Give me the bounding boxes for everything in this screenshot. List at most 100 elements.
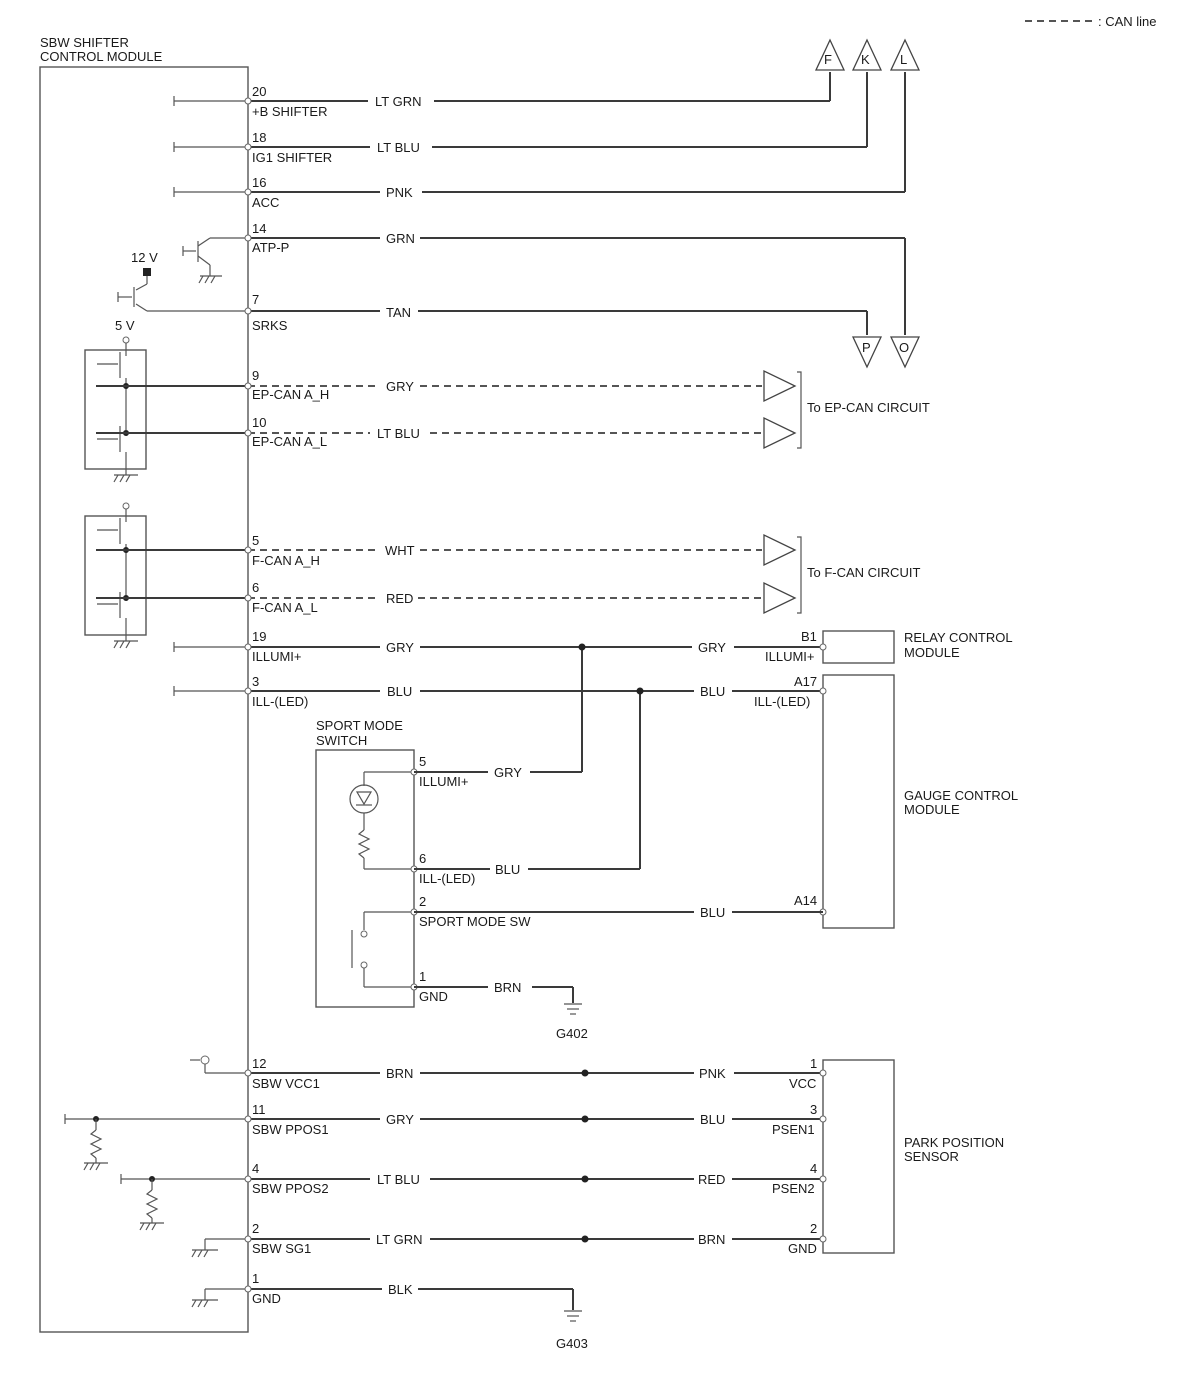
pin-terminal	[244, 307, 252, 315]
connector-flags-bottom: P O	[851, 336, 921, 369]
supply-12v-icon	[143, 268, 151, 276]
sensor-pin-name: PSEN1	[772, 1122, 815, 1137]
pin-terminal	[819, 1175, 827, 1183]
can-arrow-icon	[763, 416, 797, 450]
relay-pin-number: B1	[801, 629, 817, 644]
circuit-pin-1: 1 GND BLK	[191, 1271, 574, 1310]
transistor-icon	[182, 237, 248, 284]
sensor-pin-name: PSEN2	[772, 1181, 815, 1196]
wire-color: PNK	[386, 185, 413, 200]
sport-pin-number: 2	[419, 894, 426, 909]
sport-pin-name: ILLUMI+	[419, 774, 469, 789]
sensor-pin-number: 2	[810, 1221, 817, 1236]
wire-color: LT GRN	[375, 94, 421, 109]
pin-name: EP-CAN A_H	[252, 387, 329, 402]
wire-color: GRY	[386, 379, 414, 394]
connector-l-label: L	[900, 52, 907, 67]
sensor-name-line2: SENSOR	[904, 1149, 959, 1164]
pin-name: IG1 SHIFTER	[252, 150, 332, 165]
pin-terminal	[819, 1069, 827, 1077]
wire-color: TAN	[386, 305, 411, 320]
pin-name: +B SHIFTER	[252, 104, 328, 119]
wire-color: GRN	[386, 231, 415, 246]
wire-color: LT GRN	[376, 1232, 422, 1247]
gauge-control-module: A17 ILL-(LED) A14 GAUGE CONTROL MODULE	[754, 674, 1018, 929]
pin-number: 2	[252, 1221, 259, 1236]
circuit-pin-20: 20 +B SHIFTER LT GRN	[173, 72, 831, 119]
park-position-sensor: 1 VCC 3 PSEN1 4 PSEN2 2 GND PARK POSITIO…	[772, 1056, 1004, 1256]
legend: : CAN line	[1025, 14, 1157, 29]
connector-p-icon	[851, 336, 883, 369]
wire-color: LT BLU	[377, 1172, 420, 1187]
circuit-pin-7: 12 V 7 SRKS TAN	[117, 250, 868, 335]
connector-f-icon	[814, 38, 846, 71]
wire-color-gauge: BLU	[700, 684, 725, 699]
pin-number: 18	[252, 130, 266, 145]
pin-terminal	[244, 429, 252, 437]
pin-terminal	[244, 1069, 252, 1077]
gauge-name-line1: GAUGE CONTROL	[904, 788, 1018, 803]
gauge-pin-a17: A17	[794, 674, 817, 689]
wire-color: RED	[386, 591, 413, 606]
gauge-name-line2: MODULE	[904, 802, 960, 817]
legend-label: : CAN line	[1098, 14, 1157, 29]
ep-can-label: To EP-CAN CIRCUIT	[807, 400, 930, 415]
pin-terminal	[244, 382, 252, 390]
wire-color: BRN	[494, 980, 521, 995]
circuit-pin-11: 11 SBW PPOS1 GRY BLU	[64, 1102, 823, 1171]
sport-switch-title-line1: SPORT MODE	[316, 718, 403, 733]
pin-terminal	[244, 234, 252, 242]
ground-g402: G402	[556, 1003, 588, 1041]
resistor-icon	[89, 1129, 103, 1159]
sensor-pin-number: 1	[810, 1056, 817, 1071]
circuit-pin-19: 19 ILLUMI+ GRY GRY	[173, 629, 823, 772]
circuit-pin-5: 5 F-CAN A_H WHT	[96, 533, 797, 568]
ep-can-transceiver: 5 V	[84, 318, 147, 483]
transceiver-box	[84, 515, 147, 636]
pin-name: SBW SG1	[252, 1241, 311, 1256]
sensor-box	[822, 1059, 895, 1254]
circuit-pin-6: 6 F-CAN A_L RED	[96, 580, 797, 615]
pin-number: 4	[252, 1161, 259, 1176]
sport-mode-switch: SPORT MODE SWITCH 5 ILLUMI+ 6 ILL-(LED) …	[315, 718, 531, 1008]
circuit-pin-3: 3 ILL-(LED) BLU BLU	[173, 674, 823, 869]
wire-color-sensor: PNK	[699, 1066, 726, 1081]
module-title-line2: CONTROL MODULE	[40, 49, 163, 64]
sport-pin-number: 6	[419, 851, 426, 866]
pin-terminal	[244, 643, 252, 651]
pin-terminal	[244, 188, 252, 196]
f-can-label: To F-CAN CIRCUIT	[807, 565, 920, 580]
module-title-line1: SBW SHIFTER	[40, 35, 129, 50]
pin-name: EP-CAN A_L	[252, 434, 327, 449]
can-arrow-icon	[763, 533, 797, 567]
f-can-bracket	[797, 536, 802, 614]
connector-l-icon	[889, 38, 921, 71]
supply-12v-label: 12 V	[131, 250, 158, 265]
pin-terminal	[244, 1175, 252, 1183]
pin-terminal	[244, 546, 252, 554]
connector-k-icon	[851, 38, 883, 71]
pin-name: SBW PPOS2	[252, 1181, 329, 1196]
pin-terminal	[244, 97, 252, 105]
wire-color: WHT	[385, 543, 415, 558]
sensor-name-line1: PARK POSITION	[904, 1135, 1004, 1150]
circuit-pin-14: 14 ATP-P GRN	[182, 221, 906, 335]
wire-color-sensor: RED	[698, 1172, 725, 1187]
relay-name-line2: MODULE	[904, 645, 960, 660]
connector-o-icon	[889, 336, 921, 369]
pin-terminal	[244, 1285, 252, 1293]
circuit-pin-4: 4 SBW PPOS2 LT BLU RED	[120, 1161, 823, 1231]
supply-icon	[122, 502, 130, 510]
circuit-pin-12: 12 SBW VCC1 BRN PNK	[190, 1055, 823, 1091]
wire-color: GRY	[386, 1112, 414, 1127]
ground-g403: G403	[556, 1310, 588, 1351]
sport-switch-title-line2: SWITCH	[316, 733, 367, 748]
sport-pin-name: SPORT MODE SW	[419, 914, 531, 929]
transceiver-box	[84, 349, 147, 470]
gauge-pin-a17-name: ILL-(LED)	[754, 694, 810, 709]
pin-name: ACC	[252, 195, 279, 210]
sensor-pin-name: VCC	[789, 1076, 816, 1091]
supply-5v-icon	[122, 336, 130, 344]
pin-terminal	[819, 1115, 827, 1123]
